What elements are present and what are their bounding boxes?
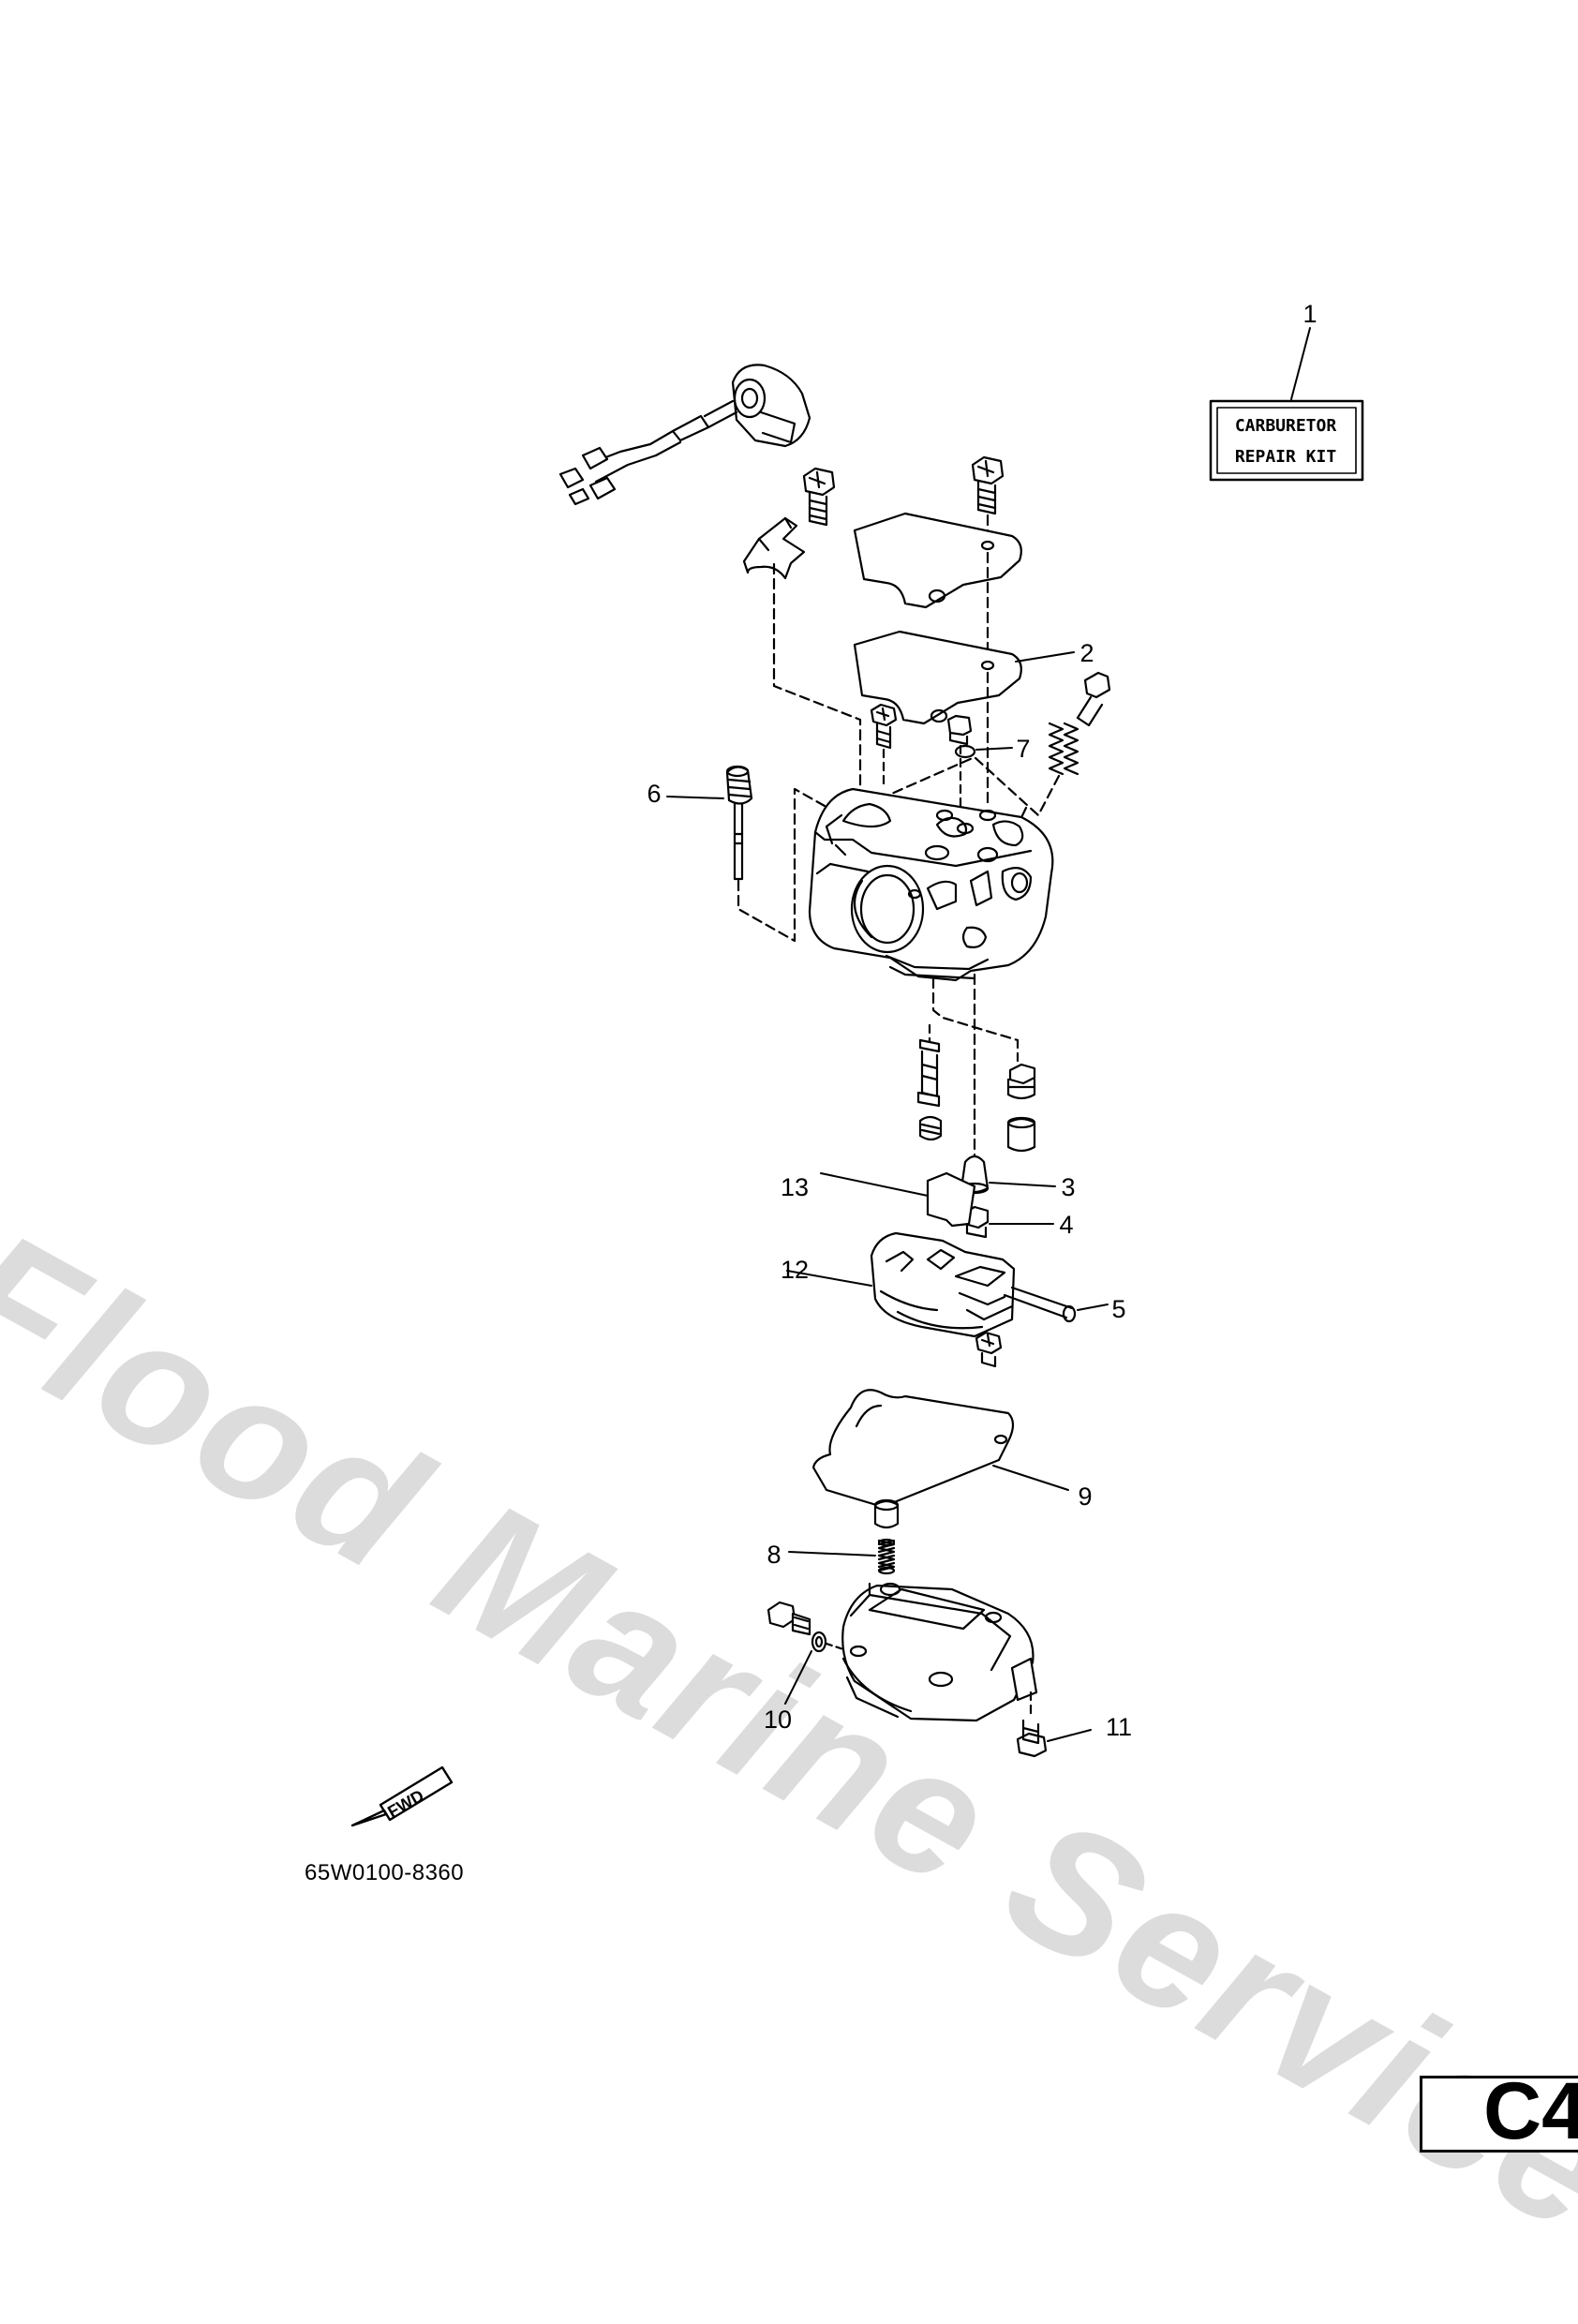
callout-12: 12	[781, 1256, 809, 1284]
accelerator-cap-icon	[873, 1498, 900, 1529]
wire-connector-icon	[558, 364, 811, 506]
washer-icon	[784, 1631, 827, 1705]
spring-icon	[788, 1538, 896, 1575]
emulsion-tube-icon	[916, 1038, 941, 1108]
callout-2: 2	[1079, 639, 1094, 667]
kit-label-line2: REPAIR KIT	[1235, 447, 1337, 467]
top-cover-icon	[853, 512, 1022, 609]
callout-13: 13	[781, 1173, 809, 1201]
chamber-gasket-icon	[811, 1389, 1069, 1509]
bracket-icon	[742, 516, 806, 580]
spring-icon	[1048, 722, 1079, 776]
screw-icon	[802, 467, 836, 527]
main-nozzle-icon	[1006, 1116, 1036, 1153]
fwd-arrow-icon: FWD	[350, 1765, 454, 1827]
drain-screw-icon	[767, 1601, 811, 1636]
needle-valve-icon	[960, 1155, 1056, 1195]
main-jet-icon	[918, 1115, 943, 1141]
callout-7: 7	[1016, 735, 1030, 763]
o-ring-icon	[954, 744, 1013, 759]
callout-labels: 1 2 3 4 5 6 7 8 9 10 11 12 13	[647, 300, 1317, 1741]
callout-1: 1	[1303, 300, 1317, 328]
float-chamber-icon	[841, 1582, 1038, 1722]
carburetor-body-icon	[808, 787, 1054, 982]
page-label: C4	[1483, 2066, 1578, 2156]
pilot-jet-icon	[1006, 1063, 1036, 1100]
jet-holder-icon	[666, 765, 753, 881]
callout-10: 10	[764, 1706, 792, 1734]
callout-6: 6	[647, 780, 661, 808]
callout-5: 5	[1111, 1295, 1125, 1323]
screw-icon	[1016, 1719, 1092, 1758]
gasket-icon	[853, 630, 1075, 725]
repair-kit-label: CARBURETOR REPAIR KIT	[1209, 327, 1364, 482]
screw-icon	[975, 1331, 1003, 1368]
plug-icon	[946, 714, 973, 746]
page-label-box	[1420, 2076, 1578, 2153]
callout-11: 11	[1106, 1713, 1132, 1741]
float-icon	[786, 1231, 1016, 1338]
kit-label-line1: CARBURETOR	[1235, 416, 1337, 436]
callout-4: 4	[1059, 1211, 1073, 1239]
pilot-screw-icon	[1076, 671, 1111, 727]
callout-9: 9	[1078, 1482, 1092, 1511]
float-pin-icon	[1003, 1286, 1109, 1323]
callout-3: 3	[1061, 1173, 1075, 1201]
drawing-code: 65W0100-8360	[305, 1860, 465, 1885]
screw-icon	[971, 455, 1005, 515]
screw-icon	[870, 703, 898, 750]
valve-seat-icon	[963, 1205, 1054, 1239]
needle-clip-icon	[820, 1171, 976, 1228]
callout-8: 8	[767, 1541, 781, 1569]
